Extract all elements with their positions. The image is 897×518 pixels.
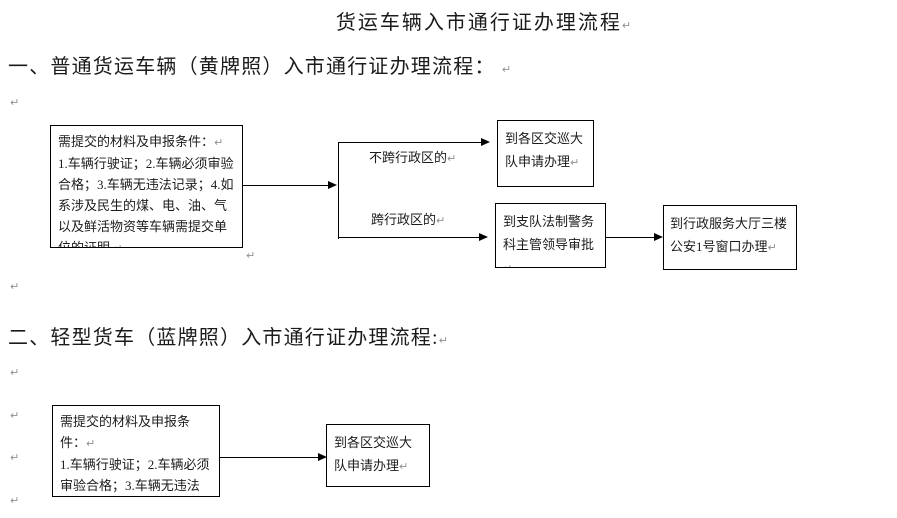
- section2-heading: 二、轻型货车（蓝牌照）入市通行证办理流程:: [8, 327, 439, 349]
- flow-connector-line: [338, 142, 482, 143]
- section2-requirements-box: 需提交的材料及申报条件：↵ 1.车辆行驶证；2.车辆必须审验合格；3.车辆无违法…: [52, 405, 220, 497]
- paragraph-mark: ↵: [438, 334, 448, 347]
- requirements-items: 1.车辆行驶证；2.车辆必须审验合格；3.车辆无违法记录；: [60, 457, 210, 493]
- section1-detachment-approval-box: 到支队法制警务科主管领导审批 ↵: [495, 203, 606, 268]
- detachment-approval-text: 到支队法制警务科主管领导审批: [503, 214, 595, 252]
- section1-service-hall-box: 到行政服务大厅三楼公安1号窗口办理↵: [663, 205, 797, 270]
- flow-connector-line: [220, 457, 319, 458]
- paragraph-mark: ↵: [10, 366, 20, 379]
- page-title-row: 货运车辆入市通行证办理流程↵: [70, 6, 897, 35]
- paragraph-mark: ↵: [10, 494, 20, 507]
- district-brigade-text: 到各区交巡大队申请办理: [505, 131, 584, 169]
- service-hall-text: 到行政服务大厅三楼公安1号窗口办理: [670, 216, 788, 254]
- paragraph-mark: ↵: [447, 152, 457, 165]
- requirements-title: 需提交的材料及申报条件：: [60, 414, 191, 450]
- paragraph-mark: ↵: [399, 460, 409, 473]
- flow-connector-line: [338, 237, 480, 238]
- paragraph-mark: ↵: [767, 241, 777, 254]
- branch-label-text: 不跨行政区的: [369, 150, 448, 165]
- arrow-right-icon: [481, 138, 490, 146]
- section1-requirements-box: 需提交的材料及申报条件：↵ 1.车辆行驶证；2.车辆必须审验合格；3.车辆无违法…: [50, 125, 243, 248]
- paragraph-mark: ↵: [10, 409, 20, 422]
- paragraph-mark: ↵: [10, 280, 20, 293]
- branch-label-cross: 跨行政区的↵: [371, 209, 445, 228]
- district-brigade-text: 到各区交巡大队申请办理: [334, 435, 413, 473]
- paragraph-mark: ↵: [503, 262, 512, 267]
- paragraph-mark: ↵: [214, 136, 224, 149]
- paragraph-mark: ↵: [501, 63, 512, 76]
- paragraph-mark: ↵: [86, 437, 96, 450]
- paragraph-mark: ↵: [246, 249, 256, 262]
- arrow-right-icon: [318, 453, 327, 461]
- requirements-items: 1.车辆行驶证；2.车辆必须审验合格；3.车辆无违法记录；4.如系涉及民生的煤、…: [58, 156, 234, 248]
- paragraph-mark: ↵: [10, 96, 20, 109]
- section2-heading-row: 二、轻型货车（蓝牌照）入市通行证办理流程:↵: [8, 321, 448, 350]
- paragraph-mark: ↵: [113, 242, 122, 247]
- arrow-right-icon: [328, 181, 337, 189]
- section1-district-brigade-box: 到各区交巡大队申请办理↵: [497, 120, 594, 187]
- arrow-right-icon: [479, 233, 488, 241]
- branch-label-text: 跨行政区的: [371, 212, 437, 227]
- paragraph-mark: ↵: [621, 19, 632, 32]
- branch-spine-line: [338, 142, 339, 239]
- section2-district-brigade-box: 到各区交巡大队申请办理↵: [326, 424, 430, 487]
- requirements-title: 需提交的材料及申报条件：: [58, 134, 215, 149]
- paragraph-mark: ↵: [570, 156, 580, 169]
- section1-heading: 一、普通货运车辆（黄牌照）入市通行证办理流程：: [8, 56, 496, 78]
- paragraph-mark: ↵: [436, 214, 446, 227]
- page-title: 货运车辆入市通行证办理流程: [335, 12, 622, 34]
- flow-connector-line: [243, 185, 329, 186]
- paragraph-mark: ↵: [10, 451, 20, 464]
- arrow-right-icon: [654, 233, 663, 241]
- branch-label-no-cross: 不跨行政区的↵: [369, 147, 456, 166]
- flow-connector-line: [605, 237, 655, 238]
- section1-heading-row: 一、普通货运车辆（黄牌照）入市通行证办理流程： ↵: [8, 50, 511, 79]
